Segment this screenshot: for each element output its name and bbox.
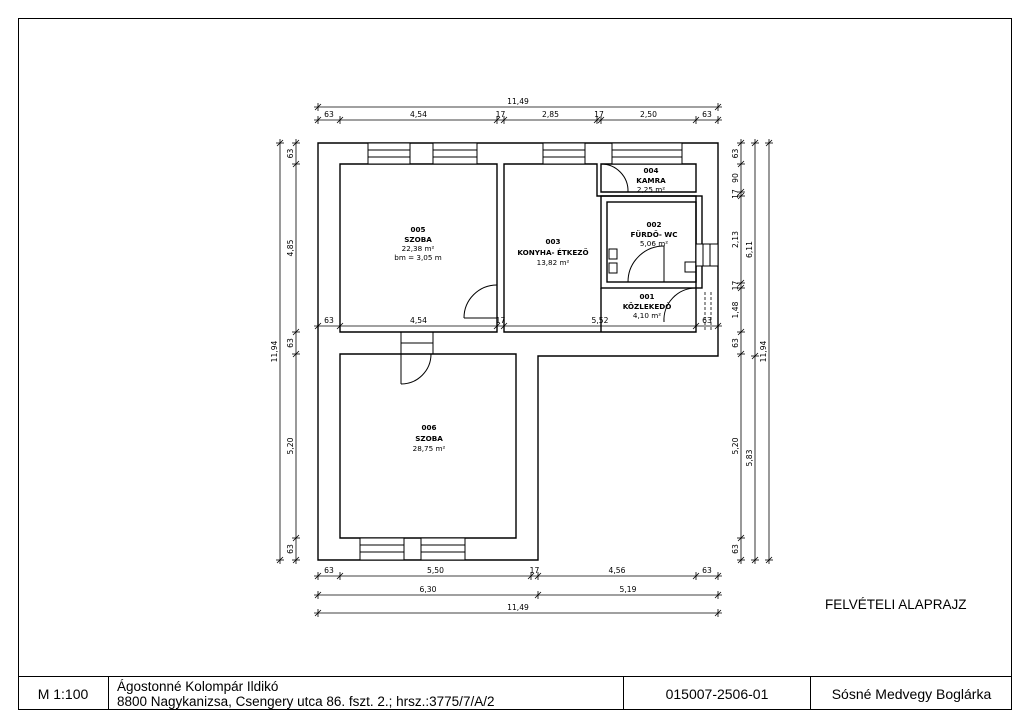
drawing-title: FELVÉTELI ALAPRAJZ (825, 597, 967, 612)
dim-bottom1-0: 63 (324, 566, 334, 575)
room-005-number: 005 (410, 225, 425, 234)
dim-right-inner-6: 63 (731, 338, 740, 348)
dim-right-total-0: 11,94 (759, 340, 768, 362)
room-002-number: 002 (646, 220, 661, 229)
dim-left-total-0: 11,94 (270, 340, 279, 362)
dim-top-total-0: 11,49 (507, 97, 529, 106)
room-006-area: 28,75 m² (413, 444, 446, 453)
dim-top-6: 63 (702, 110, 712, 119)
dimension-labels: 11,49 63 4,54 17 2,85 17 2,50 63 63 4,54 17 5,52 63 6… (270, 97, 768, 612)
property-address: 8800 Nagykanizsa, Csengery utca 86. fszt… (117, 693, 495, 709)
dim-right-inner-1: 90 (731, 173, 740, 183)
dim-bottom1-2: 17 (530, 566, 540, 575)
scale-cell: M 1:100 (18, 677, 109, 710)
room-006-number: 006 (421, 423, 436, 432)
room-001-number: 001 (639, 292, 654, 301)
dim-top-4: 17 (594, 110, 604, 119)
room-004-name: KAMRA (636, 176, 666, 185)
dim-right-inner-4: 17 (731, 281, 740, 291)
dim-right-inner-8: 63 (731, 544, 740, 554)
dim-bottom2-1: 5,19 (620, 585, 637, 594)
room-labels: 004 KAMRA 2,25 m² 002 FÜRDŐ- WC 5,06 m² … (394, 166, 677, 453)
dim-left-3: 5,20 (286, 437, 295, 454)
dim-mid-3: 5,52 (592, 316, 609, 325)
scale-text: M 1:100 (37, 685, 89, 702)
room-002-name: FÜRDŐ- WC (630, 230, 677, 239)
author-cell: Sósné Medvegy Boglárka (811, 677, 1012, 710)
dim-mid-0: 63 (324, 316, 334, 325)
windows (359, 142, 719, 561)
dim-left-2: 63 (286, 338, 295, 348)
room-003-name: KONYHA- ÉTKEZŐ (517, 248, 588, 257)
dim-right-inner-7: 5,20 (731, 437, 740, 454)
room-002-area: 5,06 m² (640, 239, 668, 248)
room-001-area: 4,10 m² (633, 311, 661, 320)
dashed-openings (704, 292, 712, 330)
dim-right-mid-1: 5,83 (745, 449, 754, 466)
room-005-name: SZOBA (404, 235, 432, 244)
dim-top-1: 4,54 (410, 110, 427, 119)
dim-mid-2: 17 (496, 316, 506, 325)
dim-bottom1-4: 63 (702, 566, 712, 575)
dim-top-5: 2,50 (640, 110, 657, 119)
author-name: Sósné Medvegy Boglárka (831, 685, 992, 702)
dim-right-inner-2: 17 (731, 189, 740, 199)
dim-mid-1: 4,54 (410, 316, 427, 325)
drawing-frame (18, 18, 1012, 710)
room-006-name: SZOBA (415, 434, 443, 443)
drawing-code-cell: 015007-2506-01 (624, 677, 811, 710)
dim-top-0: 63 (324, 110, 334, 119)
dim-left-1: 4,85 (286, 239, 295, 256)
dim-left-0: 63 (286, 149, 295, 159)
room-005-area: 22,38 m² (402, 244, 435, 253)
room-005-height: bm = 3,05 m (394, 253, 441, 262)
dim-top-2: 17 (496, 110, 506, 119)
dim-bottom-total-0: 11,49 (507, 603, 529, 612)
dim-right-inner-0: 63 (731, 149, 740, 159)
room-004-area: 2,25 m² (637, 185, 665, 194)
dim-bottom1-1: 5,50 (427, 566, 444, 575)
room-001-name: KÖZLEKEDŐ (623, 302, 672, 311)
room-003-area: 13,82 m² (537, 258, 570, 267)
dim-top-3: 2,85 (542, 110, 559, 119)
dim-mid-4: 63 (702, 316, 712, 325)
owner-cell: Ágostonné Kolompár Ildikó 8800 Nagykaniz… (109, 677, 624, 710)
owner-name: Ágostonné Kolompár Ildikó (117, 678, 279, 694)
room-004-number: 004 (643, 166, 658, 175)
room-003-number: 003 (545, 237, 560, 246)
dim-bottom2-0: 6,30 (420, 585, 437, 594)
dim-left-4: 63 (286, 544, 295, 554)
dim-right-inner-3: 2,13 (731, 231, 740, 248)
dim-right-mid-0: 6,11 (745, 241, 754, 258)
drawing-code: 015007-2506-01 (665, 685, 769, 702)
dim-right-inner-5: 1,48 (731, 301, 740, 318)
bathroom-walls (600, 195, 703, 332)
dimension-lines (276, 103, 773, 617)
doors (400, 163, 697, 385)
dim-bottom1-3: 4,56 (609, 566, 626, 575)
title-block: M 1:100 Ágostonné Kolompár Ildikó 8800 N… (18, 676, 1012, 710)
